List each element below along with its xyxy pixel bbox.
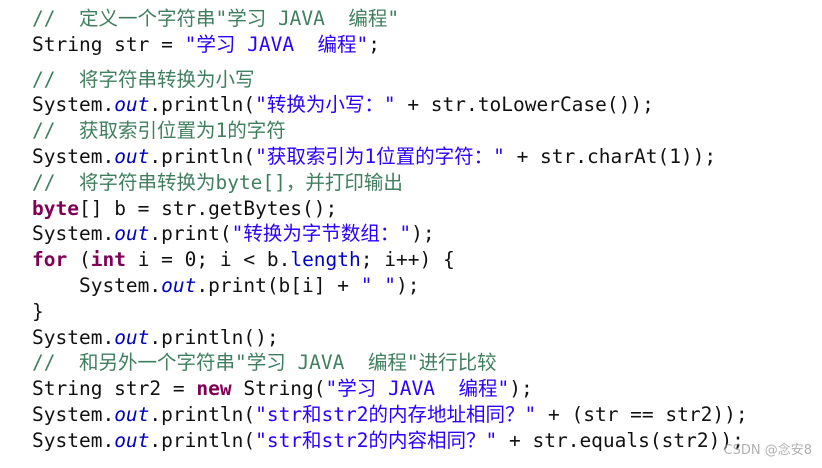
- watermark: CSDN @念安8: [723, 443, 812, 458]
- comment-line: // 将字符串转换为小写: [32, 67, 255, 91]
- code-line: System.out.println("str和str2的内存地址相同？" + …: [32, 402, 748, 426]
- code-line: byte[] b = str.getBytes();: [32, 196, 338, 220]
- code-line: }: [32, 299, 44, 323]
- comment-line: // 获取索引位置为1的字符: [32, 119, 286, 143]
- code-line: System.out.println("获取索引为1位置的字符：" + str.…: [32, 144, 717, 168]
- code-line: String str2 = new String("学习 JAVA 编程");: [32, 377, 533, 401]
- code-editor: // 定义一个字符串"学习 JAVA 编程" String str = "学习 …: [32, 6, 748, 454]
- code-line: for (int i = 0; i < b.length; i++) {: [32, 248, 455, 272]
- comment-line: // 将字符串转换为byte[]，并打印输出: [32, 170, 403, 194]
- code-line: System.out.println();: [32, 325, 279, 349]
- code-line: System.out.println("转换为小写：" + str.toLowe…: [32, 93, 654, 117]
- code-line: String str = "学习 JAVA 编程";: [32, 32, 381, 56]
- code-line: System.out.print("转换为字节数组：");: [32, 222, 435, 246]
- comment-line: // 和另外一个字符串"学习 JAVA 编程"进行比较: [32, 351, 497, 375]
- code-line: System.out.print(b[i] + " ");: [32, 273, 420, 297]
- comment-line: // 定义一个字符串"学习 JAVA 编程": [32, 7, 400, 30]
- code-line: System.out.println("str和str2的内容相同？" + st…: [32, 428, 744, 452]
